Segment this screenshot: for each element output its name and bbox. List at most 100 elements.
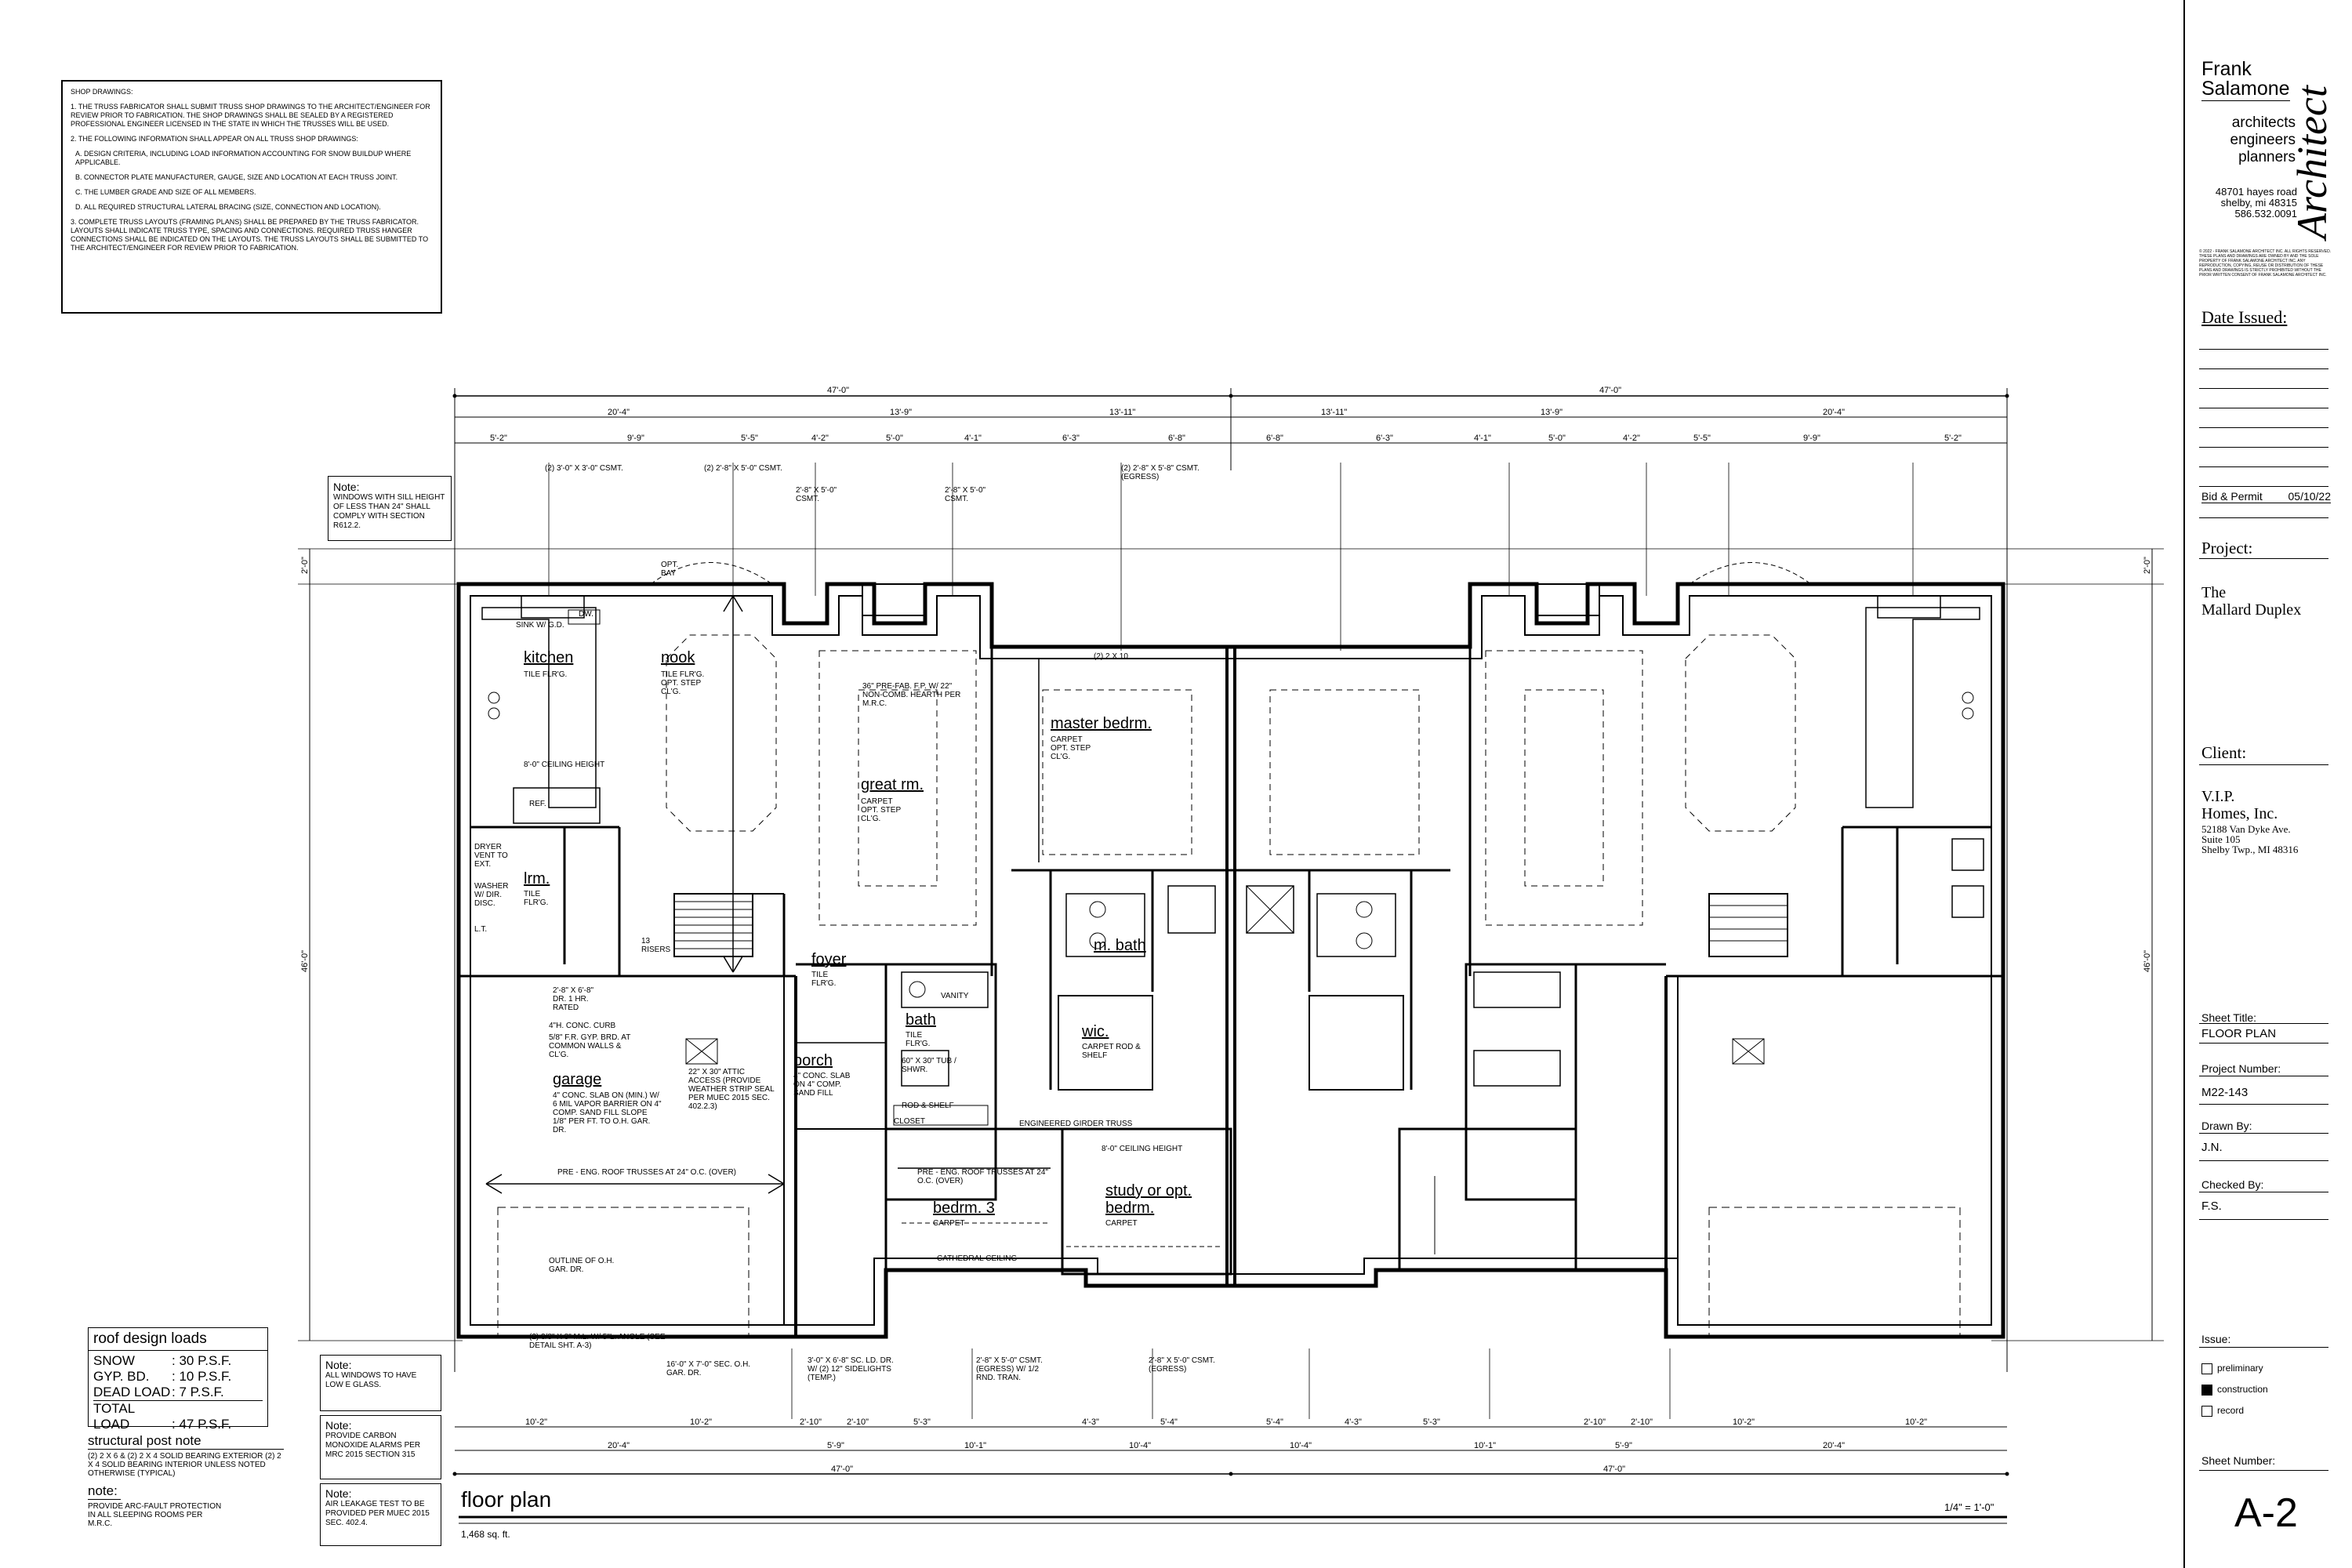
dim-top-mid: 20'-4" (1823, 408, 1846, 417)
gar-door-label: 16'-0" x 7'-0" SEC. O.H. GAR. DR. (666, 1360, 751, 1377)
dim-bottom-mid: 5'-9" (827, 1441, 844, 1450)
issue-option-construction[interactable]: construction (2201, 1384, 2268, 1396)
dim-top-small: 6'-3" (1376, 434, 1393, 443)
dim-bottom-small: 5'-4" (1266, 1417, 1283, 1427)
dim-bottom-small: 2'-10" (847, 1417, 869, 1427)
room-nook-sub: TILE FLR'G. OPT. STEP CL'G. (661, 670, 705, 696)
plan-area: 1,468 sq. ft. (461, 1529, 510, 1540)
room-bath-sub: TILE FLR'G. (906, 1031, 931, 1048)
room-nook: nook (661, 649, 695, 666)
firm-address: 48701 hayes road shelby, mi 48315 586.53… (2215, 186, 2297, 220)
roof-load-row: DEAD LOAD: 7 P.S.F. (93, 1385, 263, 1401)
issue-option-record[interactable]: record (2201, 1405, 2244, 1417)
dim-top-small: 5'-5" (741, 434, 758, 443)
client-line (2199, 764, 2328, 765)
overall-dim-top-left: 47'-0" (827, 386, 850, 395)
dim-top-small: 9'-9" (627, 434, 644, 443)
dim-bottom-small: 5'-3" (1423, 1417, 1440, 1427)
shop-item: C. THE LUMBER GRADE AND SIZE OF ALL MEMB… (75, 188, 256, 196)
egress-label-2: 2'-8" x 5'-0" CSMT. (EGRESS) (1149, 1356, 1215, 1374)
room-lrm-sub: TILE FLR'G. (524, 890, 549, 907)
room-kitchen-sub: TILE FLR'G. (524, 670, 568, 679)
window-callout: 2'-8" x 5'-0" CSMT. (796, 486, 837, 503)
tub-label: 60" x 30" TUB / SHWR. (902, 1057, 956, 1074)
room-study-sub: CARPET (1105, 1219, 1138, 1228)
sheet-number-label: Sheet Number: (2201, 1454, 2276, 1467)
client-address: 52188 Van Dyke Ave. Suite 105 Shelby Twp… (2201, 823, 2299, 855)
room-master-sub: CARPET OPT. STEP CL'G. (1051, 735, 1091, 761)
dim-left: 46'-0" (300, 949, 310, 973)
rod-shelf-label: ROD & SHELF (902, 1102, 954, 1110)
dim-bottom-mid: 10'-4" (1290, 1441, 1312, 1450)
issue-option-preliminary[interactable]: preliminary (2201, 1363, 2263, 1374)
window-note-text: WINDOWS WITH SILL HEIGHT OF LESS THAN 24… (333, 493, 445, 530)
roof-loads-title: roof design loads (89, 1328, 267, 1351)
lt-label: L.T. (474, 925, 488, 934)
arc-fault-note: note: PROVIDE ARC-FAULT PROTECTION IN AL… (88, 1483, 229, 1528)
sheet-number: A-2 (2234, 1490, 2298, 1536)
engineered-girder-label: ENGINEERED GIRDER TRUSS (1019, 1120, 1133, 1128)
arc-fault-title: note: (88, 1483, 121, 1500)
fire-rated-label: 5/8" F.R. GYP. BRD. AT COMMON WALLS & CL… (549, 1033, 631, 1059)
issue-line (2199, 388, 2328, 389)
shop-item: D. ALL REQUIRED STRUCTURAL LATERAL BRACI… (75, 203, 381, 211)
issue-entry: Bid & Permit 05/10/22 (2201, 490, 2331, 503)
client-label: Client: (2201, 743, 2247, 762)
project-label: Project: (2201, 539, 2253, 557)
shop-item: 3. COMPLETE TRUSS LAYOUTS (FRAMING PLANS… (71, 218, 429, 252)
roof-load-row: TOTAL LOAD: 47 P.S.F. (93, 1401, 232, 1432)
closet-label: CLOSET (894, 1117, 926, 1126)
room-foyer-sub: TILE FLR'G. (811, 971, 837, 988)
angle-label: (2) 3/8" x 8" M.L. w/ 5"L. ANGLE (SEE DE… (529, 1333, 666, 1350)
vanity-label: VANITY (941, 992, 969, 1000)
title-block-border (2183, 0, 2185, 1568)
door-rated-label: 2'-8" x 6'-8" DR. 1 HR. RATED (553, 986, 594, 1012)
dim-right-top: 2'-0" (2142, 557, 2152, 574)
shop-drawings-body: 1. THE TRUSS FABRICATOR SHALL SUBMIT TRU… (71, 103, 433, 252)
note-title: Note: (325, 1359, 352, 1371)
room-garage: garage (553, 1071, 602, 1088)
checked-by-line-2 (2199, 1219, 2328, 1220)
dim-top-small: 4'-1" (964, 434, 982, 443)
room-kitchen: kitchen (524, 649, 574, 666)
dim-bottom-small: 5'-4" (1160, 1417, 1178, 1427)
room-wic-sub: CARPET ROD & SHELF (1082, 1043, 1141, 1060)
structural-post-note: structural post note (2) 2 x 6 & (2) 2 x… (88, 1433, 284, 1478)
dim-top-small: 6'-8" (1168, 434, 1185, 443)
dim-top-small: 4'-2" (811, 434, 829, 443)
dim-top-mid: 13'-9" (1541, 408, 1563, 417)
dim-bottom-small: 10'-2" (1905, 1417, 1928, 1427)
ref-label: REF. (529, 800, 546, 808)
roof-loads-box: roof design loads SNOW: 30 P.S.F. GYP. B… (88, 1327, 268, 1432)
dim-bottom-mid: 10'-1" (1474, 1441, 1497, 1450)
issue-label: Issue: (2201, 1333, 2231, 1345)
washer-label: WASHER w/ DIR. DISC. (474, 882, 509, 908)
roof-load-row: GYP. BD.: 10 P.S.F. (93, 1369, 232, 1384)
checkbox-icon (2201, 1363, 2212, 1374)
issue-line (2199, 486, 2328, 487)
room-porch-sub: 4" CONC. SLAB ON 4" COMP. SAND FILL (793, 1072, 851, 1098)
room-mbath: m. bath (1094, 937, 1146, 954)
opt-bay-label: OPT. BAY (661, 561, 679, 578)
dim-top-small: 5'-2" (490, 434, 507, 443)
fireplace-label: 36" PRE-FAB. F.P. w/ 22" NON-COMB. HEART… (862, 682, 961, 708)
project-name: The Mallard Duplex (2201, 584, 2302, 619)
sink-label: SINK w/ G.D. (516, 621, 564, 630)
room-great: great rm. (861, 776, 924, 793)
dim-bottom-small: 2'-10" (1631, 1417, 1653, 1427)
dim-bottom-small: 10'-2" (690, 1417, 713, 1427)
issue-line (2199, 427, 2328, 428)
note-text: AIR LEAKAGE TEST TO BE PROVIDED PER MUEC… (325, 1500, 430, 1527)
risers-label: 13 RISERS (641, 937, 671, 954)
drawn-by-line (2199, 1133, 2328, 1134)
checked-by-label: Checked By: (2201, 1178, 2264, 1191)
sheet-title-line (2199, 1023, 2328, 1024)
room-bedrm3-sub: CARPET (933, 1219, 965, 1228)
note-air-leakage: Note: AIR LEAKAGE TEST TO BE PROVIDED PE… (320, 1483, 441, 1546)
room-bath: bath (906, 1011, 936, 1029)
ceiling-height-label: 8'-0" CEILING HEIGHT (524, 760, 605, 769)
room-garage-sub: 4" CONC. SLAB ON (MIN.) w/ 6 MIL VAPOR B… (553, 1091, 662, 1134)
attic-access-label: 22" x 30" ATTIC ACCESS (PROVIDE WEATHER … (688, 1068, 775, 1111)
shop-item: 2. THE FOLLOWING INFORMATION SHALL APPEA… (71, 135, 358, 143)
dim-top-mid: 13'-11" (1109, 408, 1136, 417)
